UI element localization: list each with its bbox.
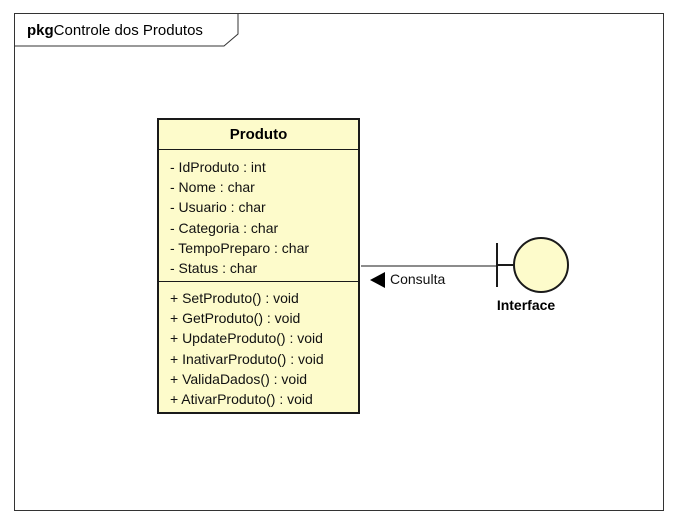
method-item: + InativarProduto() : void: [170, 350, 324, 367]
package-tab: [14, 13, 239, 47]
boundary-icon[interactable]: [496, 237, 569, 293]
method-item: + GetProduto() : void: [170, 310, 301, 327]
attribute-item: - Usuario : char: [170, 199, 266, 216]
package-keyword: pkg: [27, 22, 54, 39]
methods-section: + SetProduto() : void + GetProduto() : v…: [159, 282, 358, 409]
method-item: + AtivarProduto() : void: [170, 391, 313, 408]
association-label: Consulta: [390, 271, 446, 287]
attribute-item: - IdProduto : int: [170, 159, 266, 175]
method-item: + ValidaDados() : void: [170, 370, 308, 387]
attribute-item: - Status : char: [170, 260, 258, 277]
method-item: + UpdateProduto() : void: [170, 330, 323, 347]
method-item: + SetProduto() : void: [170, 290, 299, 306]
package-frame: [14, 13, 664, 511]
attribute-item: - TempoPreparo : char: [170, 239, 310, 256]
attributes-section: - IdProduto : int - Nome : char - Usuari…: [159, 150, 358, 282]
class-produto[interactable]: Produto - IdProduto : int - Nome : char …: [157, 118, 360, 414]
triangle-left-icon: [370, 272, 385, 288]
attribute-item: - Nome : char: [170, 179, 255, 196]
class-name: Produto: [159, 120, 358, 150]
attribute-item: - Categoria : char: [170, 219, 279, 236]
package-title: pkgControle dos Produtos: [27, 22, 203, 40]
package-name: Controle dos Produtos: [53, 22, 203, 39]
boundary-name: Interface: [496, 297, 556, 313]
